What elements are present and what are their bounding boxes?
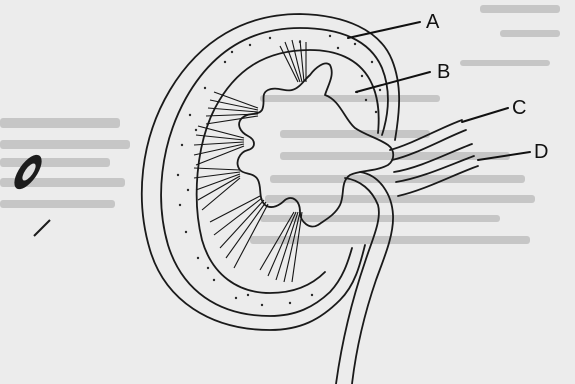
label-a: A	[426, 11, 440, 33]
label-b: B	[437, 61, 450, 83]
label-d: D	[534, 141, 548, 163]
label-c: C	[512, 97, 526, 119]
